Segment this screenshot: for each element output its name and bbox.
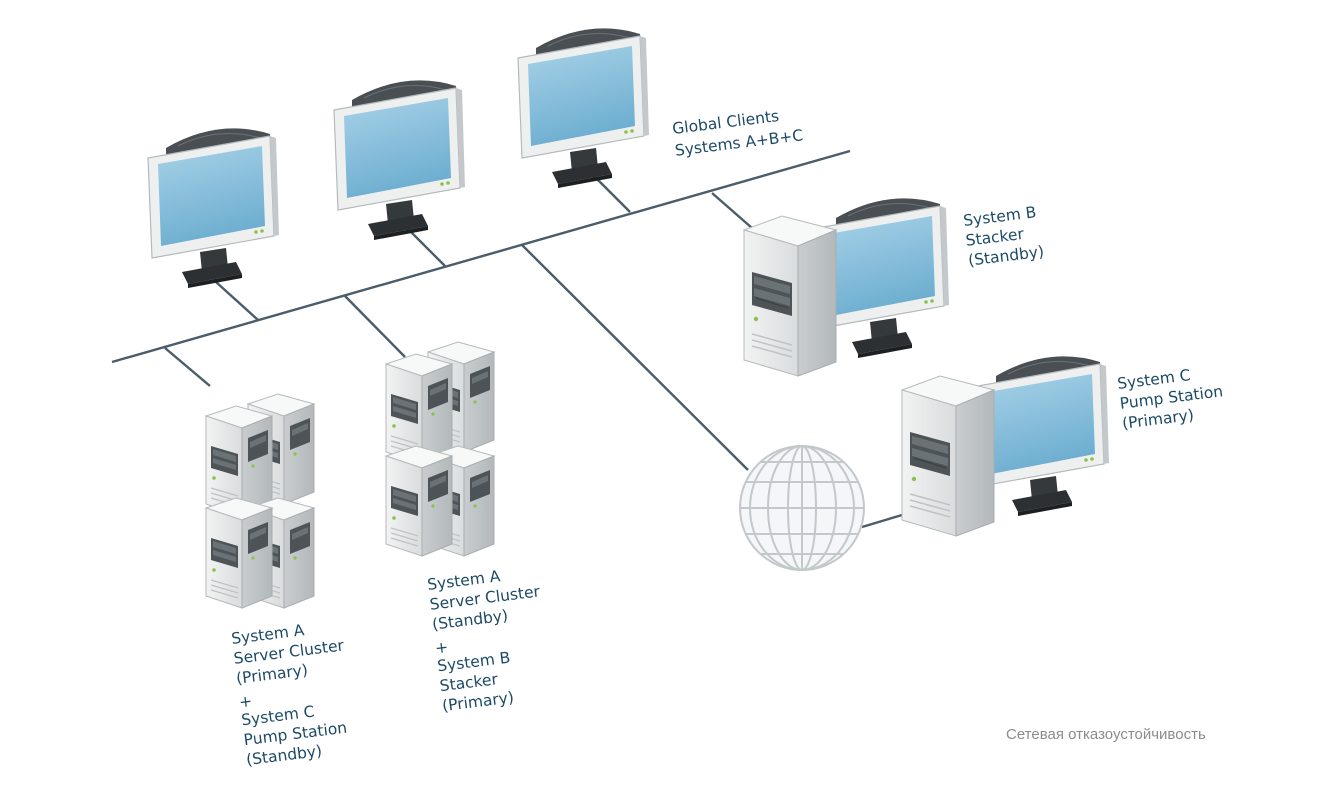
link-cluster-left: [164, 347, 211, 387]
server-cluster-icon: [205, 393, 315, 609]
backbone-line: [111, 149, 851, 364]
system-c-primary-label: System C Pump Station (Primary): [1116, 362, 1231, 433]
figure-caption: Сетевая отказоустойчивость: [1006, 726, 1206, 743]
globe-icon: [739, 445, 865, 571]
cluster-mid-label: System A Server Cluster (Standby) + Syst…: [426, 562, 558, 715]
link-system-b: [711, 192, 753, 229]
system-b-standby-label: System B Stacker (Standby): [962, 203, 1047, 270]
cluster-left-label: System A Server Cluster (Primary) + Syst…: [230, 616, 362, 769]
link-monitor-1: [215, 281, 259, 321]
monitor-icon: [333, 79, 466, 241]
monitor-icon: [147, 127, 280, 289]
monitor-icon: [517, 27, 650, 189]
system-c-station: [901, 355, 1110, 537]
link-cluster-mid: [344, 295, 406, 358]
monitor-icon: [817, 197, 950, 359]
link-wan: [521, 244, 749, 471]
server-tower-icon: [901, 375, 995, 537]
server-tower-icon: [743, 215, 837, 377]
system-b-station: [743, 197, 950, 377]
server-cluster-icon: [385, 341, 495, 557]
global-clients-label: Global Clients Systems A+B+C: [671, 104, 804, 159]
monitor-icon: [977, 355, 1110, 517]
